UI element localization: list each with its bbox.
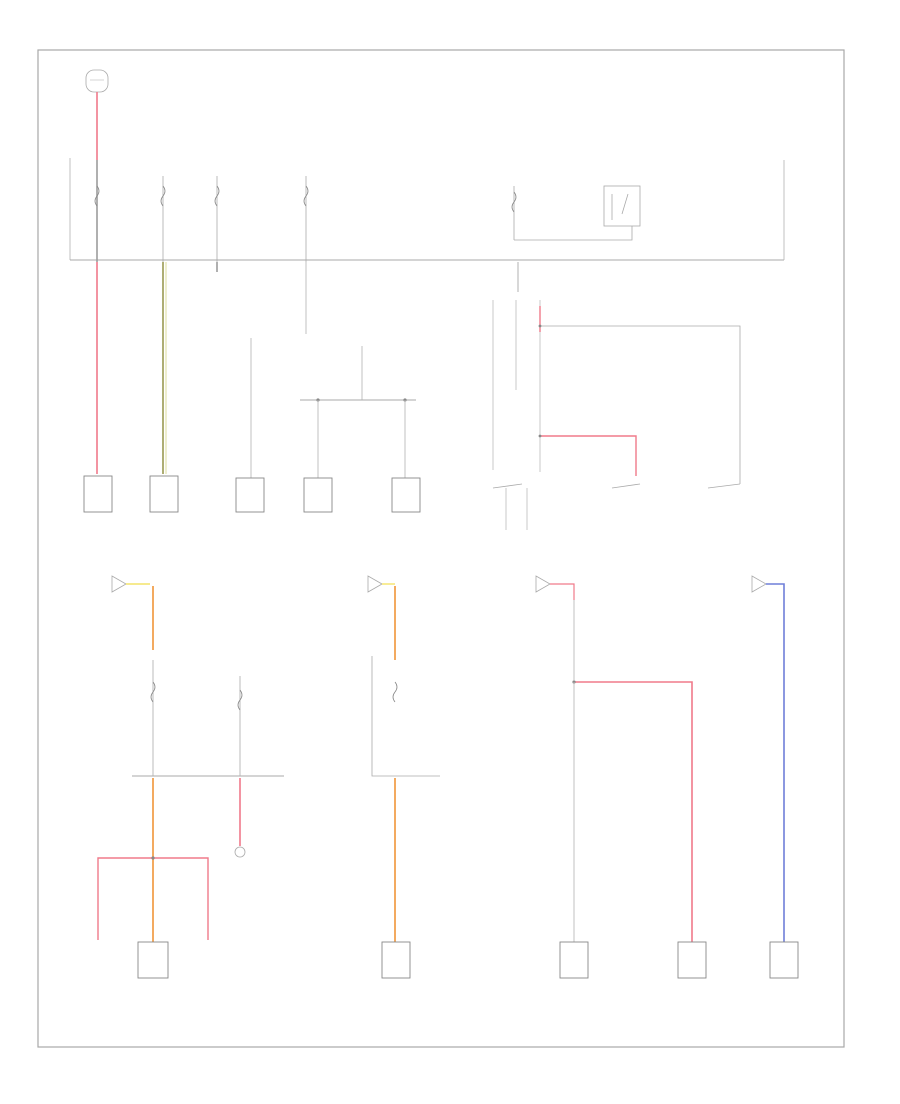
relay [603,185,641,227]
lower-box-right-frame [371,656,440,777]
source-4-blue [766,583,785,944]
fuse-4 [303,176,309,262]
component-11 [559,941,589,979]
switch-ladder [492,262,741,530]
ground-node [234,846,246,858]
lower-fuse-box-right [371,656,440,777]
wire-pink-lower-4 [574,681,693,944]
fuse-4-symbol [303,185,309,207]
component-1 [83,475,113,513]
fuse-5-symbol [511,191,517,213]
relay-output-wire [514,226,633,241]
ladder-pink-2 [540,435,637,476]
source-1 [111,575,154,650]
component-12 [677,941,707,979]
source-4 [751,575,785,944]
fuse-8-symbol [392,681,398,703]
component-2 [149,475,179,513]
source-3-pink [550,583,575,600]
relay-contact [621,193,629,215]
fuse-5 [511,186,517,240]
ladder-switch-2 [707,483,741,489]
fuse-1-symbol [94,185,100,207]
relay-body [603,185,641,227]
fuse-3-symbol [214,185,220,207]
upper-fuse-box [69,158,785,261]
ladder-node-1 [538,324,542,328]
component-9 [137,941,169,979]
fuse-8 [392,681,398,703]
fuse-3 [214,176,220,262]
component-5 [391,477,421,513]
source-2 [367,575,396,660]
diagram-border [37,49,845,1048]
fuse-6 [150,660,156,776]
component-4 [303,477,333,513]
fuse-7 [237,676,243,776]
component-10 [381,941,411,979]
component-row-1 [83,475,421,513]
top-source-terminal [85,69,109,93]
fuse-6-symbol [150,681,156,703]
fuse-2 [160,176,166,262]
component-3 [235,477,265,513]
fuse-7-symbol [237,689,243,711]
source-1-connector [111,575,127,593]
source-3-connector [535,575,551,593]
component-13 [769,941,799,979]
source-2-connector [367,575,383,593]
source-4-connector [751,575,767,593]
source-3 [535,575,575,680]
fuse-2-symbol [160,185,166,207]
top-power-source [85,69,109,93]
ladder-far-right [540,325,741,484]
ladder-switch-1 [611,483,641,489]
ladder-node-2 [538,434,542,438]
component-row-2 [137,941,799,979]
split-node [151,856,155,860]
ladder-switch-3 [492,483,523,489]
fuse-1 [94,185,100,207]
